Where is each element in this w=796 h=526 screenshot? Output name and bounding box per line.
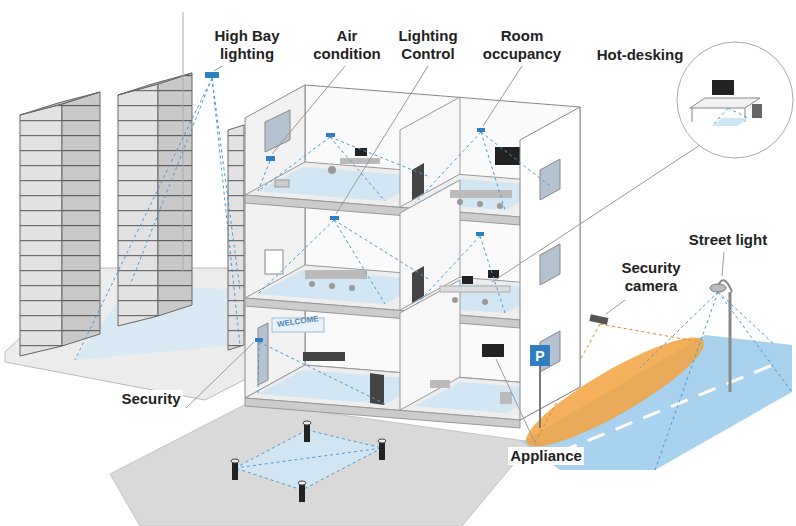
callout-label: Lighting Control bbox=[390, 27, 466, 63]
callout-label: Hot-desking bbox=[595, 46, 686, 64]
leader-line bbox=[722, 252, 724, 276]
street-light bbox=[710, 284, 726, 292]
sensor-beam bbox=[712, 108, 748, 126]
sign-pole bbox=[539, 366, 541, 428]
entrance bbox=[258, 323, 268, 385]
desk bbox=[690, 98, 760, 108]
high-bay-lamp bbox=[205, 72, 219, 78]
window bbox=[265, 110, 290, 152]
callout-label: Street light bbox=[687, 231, 769, 249]
rack bbox=[20, 104, 62, 356]
sensor-beam bbox=[75, 78, 240, 360]
callout-label: Room occupancy bbox=[476, 27, 568, 63]
door bbox=[370, 163, 424, 405]
rack bbox=[228, 125, 244, 350]
rack bbox=[118, 73, 192, 95]
partition-wall bbox=[400, 97, 460, 410]
callout-label: Air condition bbox=[307, 27, 387, 63]
rack bbox=[62, 92, 100, 346]
leader-line bbox=[186, 66, 536, 445]
leader-line bbox=[606, 300, 625, 314]
bollard bbox=[231, 421, 386, 502]
left-wall bbox=[245, 85, 305, 398]
rack bbox=[118, 84, 158, 326]
rack bbox=[158, 73, 192, 316]
leader-line bbox=[183, 12, 184, 272]
callout-label: Security camera bbox=[610, 259, 692, 295]
callout-label: High Bay lighting bbox=[205, 27, 289, 63]
parking-sign bbox=[530, 345, 550, 366]
parking-sign-letter: P bbox=[535, 348, 544, 364]
monitor bbox=[712, 80, 734, 95]
callout-label: Security bbox=[119, 390, 182, 408]
leader-line bbox=[214, 66, 222, 71]
inset-circle bbox=[677, 42, 793, 158]
rack bbox=[20, 92, 100, 115]
furniture bbox=[265, 147, 529, 404]
security-camera bbox=[589, 314, 608, 325]
sensor-beam bbox=[258, 132, 550, 404]
side-wall bbox=[520, 107, 580, 420]
callout-label: Appliance bbox=[508, 447, 584, 465]
window bbox=[540, 159, 560, 372]
wall-sign-text: WELCOME bbox=[276, 314, 319, 330]
sensor-beam bbox=[640, 292, 792, 470]
room-zone bbox=[712, 118, 748, 126]
chair bbox=[752, 104, 762, 118]
